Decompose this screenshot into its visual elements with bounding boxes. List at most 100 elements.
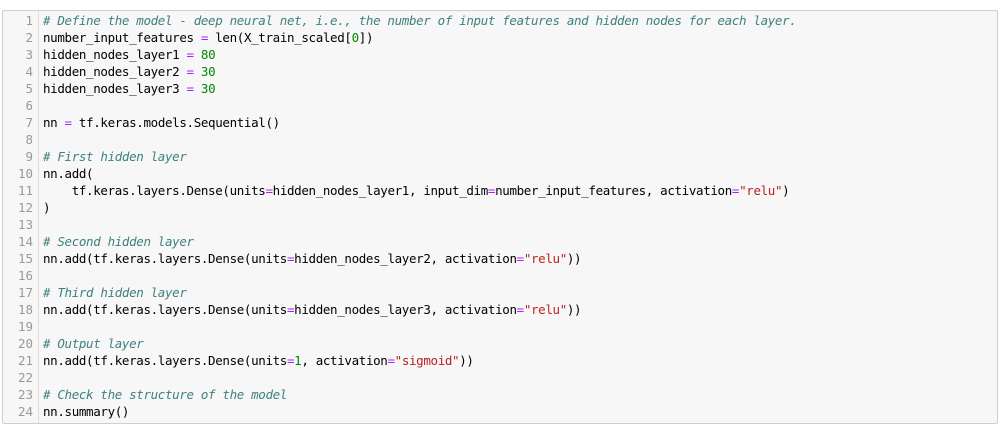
- code-token-string: "relu": [523, 302, 567, 317]
- code-line[interactable]: nn.add(tf.keras.layers.Dense(units=hidde…: [43, 301, 997, 318]
- code-line[interactable]: # Second hidden layer: [43, 233, 997, 250]
- code-token-variable: len(X_train_scaled[: [208, 30, 352, 45]
- code-token-variable: [194, 47, 201, 62]
- code-token-variable: ]): [358, 30, 374, 45]
- code-token-string: "sigmoid": [394, 353, 460, 368]
- code-token-operator: =: [186, 81, 195, 96]
- line-number: 7: [25, 115, 33, 130]
- code-line[interactable]: ): [43, 199, 997, 216]
- code-token-variable: )): [459, 353, 474, 368]
- code-token-operator: =: [265, 183, 273, 198]
- code-line[interactable]: [43, 369, 997, 386]
- code-line[interactable]: nn.add(tf.keras.layers.Dense(units=1, ac…: [43, 352, 997, 369]
- code-token-variable: number_input_features, activation: [495, 183, 732, 198]
- code-token-variable: )): [566, 251, 582, 266]
- code-line[interactable]: # Check the structure of the model: [43, 386, 997, 403]
- line-number: 19: [17, 319, 33, 334]
- code-token-variable: hidden_nodes_layer2: [43, 64, 187, 79]
- line-number: 21: [17, 353, 33, 368]
- code-line[interactable]: [43, 131, 997, 148]
- code-token-variable: nn.add(tf.keras.layers.Dense(units: [43, 353, 287, 368]
- code-line[interactable]: [43, 318, 997, 335]
- code-line[interactable]: hidden_nodes_layer1 = 80: [43, 46, 997, 63]
- code-token-operator: =: [487, 183, 496, 198]
- code-token-operator: =: [286, 302, 295, 317]
- code-token-variable: hidden_nodes_layer1: [43, 47, 187, 62]
- code-token-operator: =: [286, 251, 295, 266]
- code-line[interactable]: [43, 97, 997, 114]
- code-token-number: 30: [200, 81, 216, 96]
- line-number: 12: [17, 200, 33, 215]
- code-token-operator: =: [200, 30, 209, 45]
- code-token-variable: hidden_nodes_layer1, input_dim: [272, 183, 489, 198]
- code-token-variable: ): [782, 183, 790, 198]
- code-line[interactable]: # Third hidden layer: [43, 284, 997, 301]
- line-number: 23: [17, 387, 33, 402]
- code-token-comment: # Third hidden layer: [43, 285, 187, 300]
- line-number: 6: [25, 98, 33, 113]
- code-token-operator: =: [731, 183, 740, 198]
- code-token-comment: # Output layer: [43, 336, 144, 351]
- line-number: 15: [17, 251, 33, 266]
- code-token-operator: =: [286, 353, 295, 368]
- code-token-variable: nn.add(: [43, 166, 94, 181]
- line-number: 9: [25, 149, 33, 164]
- code-token-string: "relu": [523, 251, 567, 266]
- code-token-variable: tf.keras.models.Sequential(): [71, 115, 280, 130]
- code-token-comment: # First hidden layer: [43, 149, 187, 164]
- line-number: 18: [17, 302, 33, 317]
- line-number: 5: [25, 81, 33, 96]
- line-number: 10: [17, 166, 33, 181]
- code-line[interactable]: hidden_nodes_layer3 = 30: [43, 80, 997, 97]
- code-token-variable: number_input_features: [43, 30, 201, 45]
- line-number: 17: [17, 285, 33, 300]
- code-line[interactable]: nn.summary(): [43, 403, 997, 420]
- code-token-variable: tf.keras.layers.Dense(units: [43, 183, 266, 198]
- code-line[interactable]: nn = tf.keras.models.Sequential(): [43, 114, 997, 131]
- code-token-variable: )): [566, 302, 582, 317]
- code-line[interactable]: # Define the model - deep neural net, i.…: [43, 12, 997, 29]
- line-number: 24: [17, 404, 33, 419]
- code-line[interactable]: [43, 267, 997, 284]
- line-number: 4: [25, 64, 33, 79]
- code-token-variable: hidden_nodes_layer2, activation: [294, 251, 517, 266]
- code-line[interactable]: tf.keras.layers.Dense(units=hidden_nodes…: [43, 182, 997, 199]
- line-number: 22: [17, 370, 33, 385]
- code-token-variable: ): [43, 200, 51, 215]
- line-number: 1: [25, 13, 33, 28]
- code-token-number: 80: [200, 47, 216, 62]
- code-token-number: 0: [351, 30, 360, 45]
- code-token-operator: =: [516, 251, 525, 266]
- code-line[interactable]: nn.add(tf.keras.layers.Dense(units=hidde…: [43, 250, 997, 267]
- code-editor[interactable]: # Define the model - deep neural net, i.…: [39, 11, 997, 423]
- code-token-operator: =: [516, 302, 525, 317]
- line-number: 3: [25, 47, 33, 62]
- code-token-number: 30: [200, 64, 216, 79]
- code-token-variable: nn.add(tf.keras.layers.Dense(units: [43, 251, 287, 266]
- code-line[interactable]: [43, 216, 997, 233]
- code-token-comment: # Second hidden layer: [43, 234, 194, 249]
- line-number: 16: [17, 268, 33, 283]
- line-number: 11: [17, 183, 33, 198]
- code-token-variable: hidden_nodes_layer3: [43, 81, 187, 96]
- line-number: 8: [25, 132, 33, 147]
- code-line[interactable]: number_input_features = len(X_train_scal…: [43, 29, 997, 46]
- line-number: 13: [17, 217, 33, 232]
- line-number: 2: [25, 30, 33, 45]
- code-token-number: 1: [294, 353, 302, 368]
- code-token-variable: nn: [43, 115, 65, 130]
- code-token-variable: nn.add(tf.keras.layers.Dense(units: [43, 302, 287, 317]
- line-number: 20: [17, 336, 33, 351]
- code-line[interactable]: # First hidden layer: [43, 148, 997, 165]
- line-number: 14: [17, 234, 33, 249]
- code-token-comment: # Check the structure of the model: [43, 387, 287, 402]
- code-token-string: "relu": [739, 183, 783, 198]
- code-token-variable: [194, 64, 201, 79]
- code-token-variable: , activation: [301, 353, 388, 368]
- code-line[interactable]: hidden_nodes_layer2 = 30: [43, 63, 997, 80]
- code-token-operator: =: [64, 115, 73, 130]
- code-line[interactable]: # Output layer: [43, 335, 997, 352]
- code-line[interactable]: nn.add(: [43, 165, 997, 182]
